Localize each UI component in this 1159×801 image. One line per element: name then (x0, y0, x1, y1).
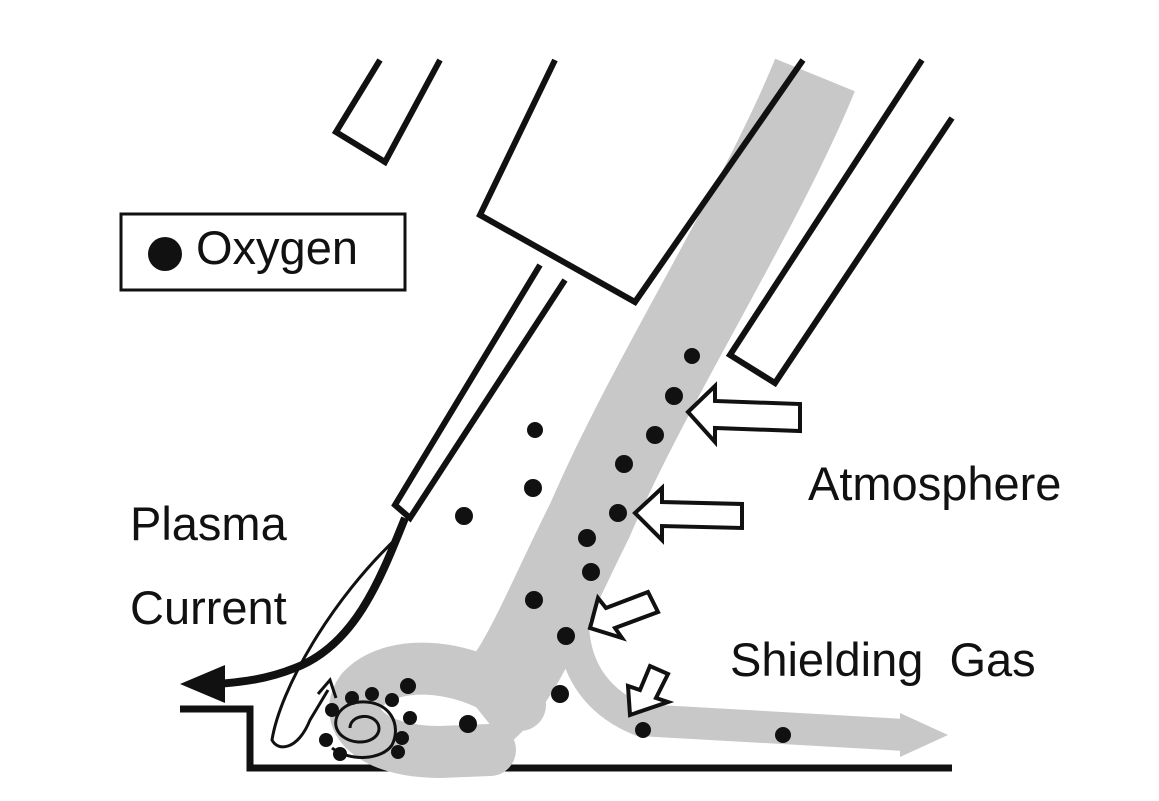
plasma-label-line1: Plasma (130, 497, 288, 550)
oxygen-particles (319, 348, 791, 761)
electrode (391, 263, 568, 523)
atmosphere-label: Atmosphere (808, 457, 1061, 510)
legend-label: Oxygen (196, 221, 358, 274)
torch-body (476, 58, 806, 306)
atmosphere-inflow-arrows (587, 381, 802, 718)
legend: Oxygen (119, 212, 407, 292)
oxygen-marker-icon (148, 237, 182, 271)
hollow-arrow-icon (587, 589, 661, 642)
hollow-arrow-icon (632, 483, 744, 545)
hollow-arrow-icon (625, 663, 675, 718)
workpiece-base (180, 705, 952, 772)
vortex-spiral-icon (331, 700, 397, 759)
nozzle-left-wall (331, 58, 443, 167)
plasma-flow-arrow (180, 516, 409, 703)
hollow-arrow-icon (685, 381, 802, 448)
shielding-gas-label: Shielding Gas (730, 633, 1036, 686)
nozzle-right-wall (725, 58, 955, 388)
arc-loop-arrow (270, 533, 402, 749)
plasma-label-line2: Current (130, 581, 287, 634)
